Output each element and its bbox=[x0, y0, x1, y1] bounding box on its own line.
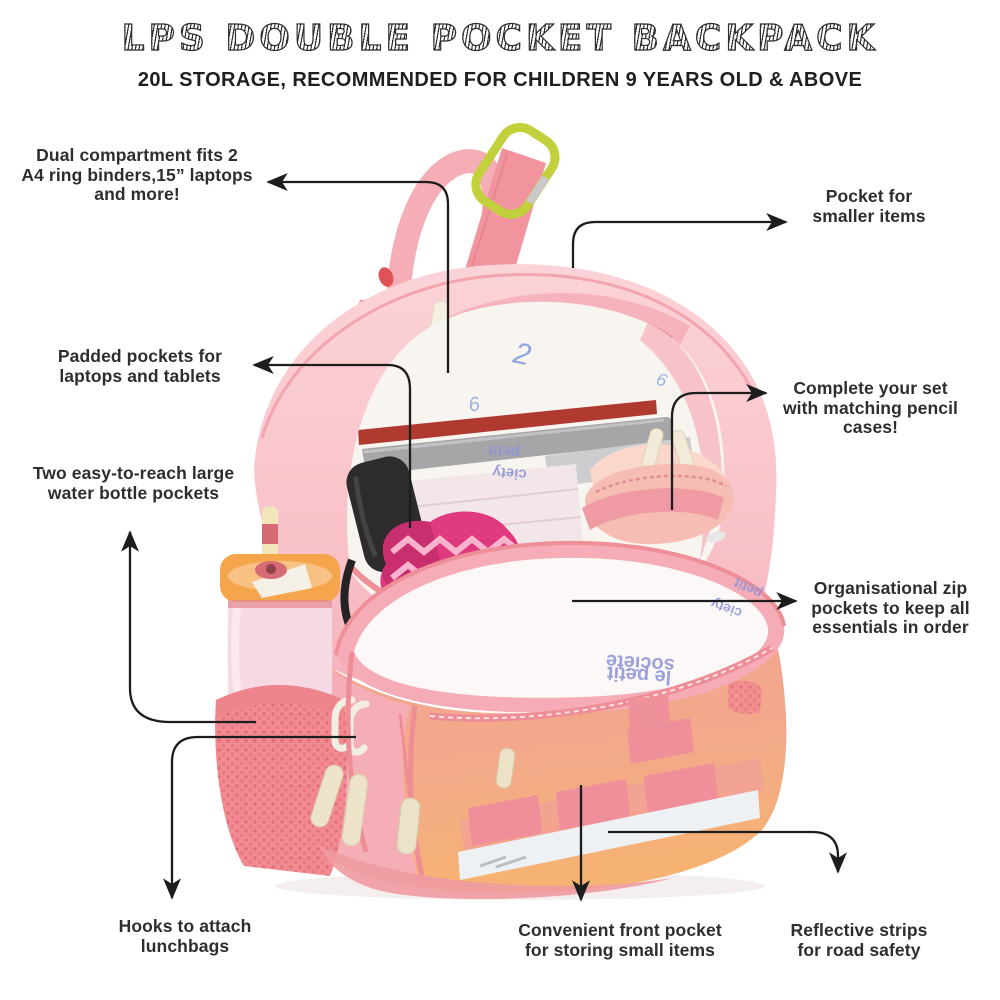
laptop-grey bbox=[362, 417, 673, 475]
flap-brand-print: le petit bbox=[606, 662, 672, 688]
side-zip-pulls bbox=[310, 651, 369, 853]
callout-water-bottle-pockets: Two easy-to-reach large water bottle poc… bbox=[32, 463, 235, 503]
callout-padded-pockets: Padded pockets for laptops and tablets bbox=[57, 346, 223, 386]
arrow-matching-pencil-cases bbox=[670, 384, 768, 510]
carabiner-clip bbox=[471, 122, 560, 219]
flap-brand-print: société bbox=[605, 650, 675, 677]
callout-organisational-zip-pockets: Organisational zip pockets to keep all e… bbox=[811, 578, 970, 637]
pencil-case-handle bbox=[582, 488, 724, 530]
right-mesh-patch bbox=[728, 680, 762, 715]
arrow-reflective-strips bbox=[608, 830, 847, 874]
page-subtitle: 20L STORAGE, RECOMMENDED FOR CHILDREN 9 … bbox=[137, 69, 863, 91]
water-bottle-tumbler bbox=[220, 506, 340, 704]
bag-base-shadow bbox=[318, 845, 672, 900]
header: LPS DOUBLE POCKET BACKPACK 20L STORAGE, … bbox=[0, 17, 1000, 92]
side-zipper bbox=[408, 705, 427, 885]
callout-front-pocket: Convenient front pocket for storing smal… bbox=[518, 920, 722, 960]
callout-arrows bbox=[121, 173, 847, 902]
mesh-bottle-pocket bbox=[215, 685, 348, 876]
callout-pocket-smaller-items: Pocket for smaller items bbox=[812, 186, 926, 226]
front-pocket-details bbox=[396, 644, 774, 880]
red-zip-garage bbox=[378, 267, 394, 287]
page-title: LPS DOUBLE POCKET BACKPACK bbox=[121, 17, 879, 59]
zip-pulls-cream bbox=[396, 713, 516, 855]
arrow-lunchbag-hooks bbox=[163, 735, 356, 900]
arrow-padded-pockets bbox=[252, 356, 412, 528]
arrow-water-bottle-pockets bbox=[121, 530, 256, 724]
arrow-pocket-smaller-items bbox=[571, 213, 788, 268]
callout-dual-compartment: Dual compartment fits 2 A4 ring binders,… bbox=[21, 145, 253, 204]
red-binder bbox=[358, 400, 657, 445]
callout-lunchbag-hooks: Hooks to attach lunchbags bbox=[118, 916, 252, 956]
zip-pull-small bbox=[706, 531, 726, 543]
arrow-dual-compartment bbox=[266, 173, 450, 373]
callout-reflective-strips: Reflective strips for road safety bbox=[790, 920, 928, 960]
divider-print: ciety bbox=[491, 463, 527, 483]
pencil-case bbox=[582, 428, 735, 545]
webbing-straps bbox=[468, 718, 718, 846]
open-front-flap: le petit société petit ciety bbox=[334, 531, 786, 713]
reflective-strip bbox=[458, 790, 760, 880]
callout-matching-pencil-cases: Complete your set with matching pencil c… bbox=[782, 378, 959, 437]
divider-print: petit bbox=[487, 441, 520, 461]
